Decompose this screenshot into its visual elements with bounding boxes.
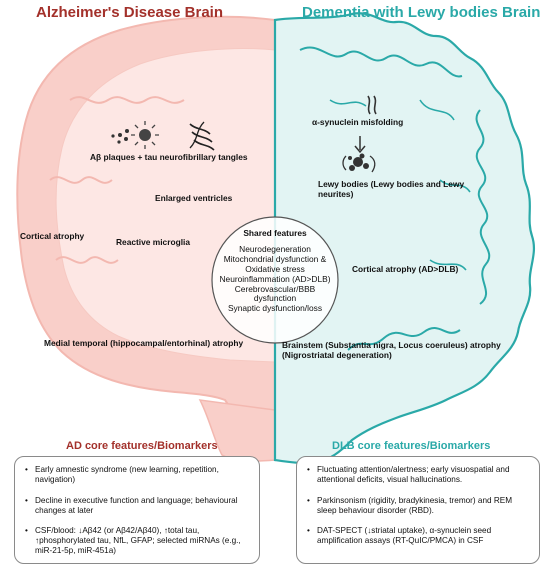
synuclein-strand-icon — [367, 95, 377, 115]
ad-title: Alzheimer's Disease Brain — [36, 4, 223, 21]
plaque-icon — [111, 129, 129, 144]
dlb-bullet: Parkinsonism (rigidity, bradykinesia, tr… — [305, 496, 531, 516]
tangle-icon — [189, 121, 215, 151]
dlb-bullet: Fluctuating attention/alertness; early v… — [305, 465, 531, 485]
ad-plaques-label: Aβ plaques + tau neurofibrillary tangles — [90, 152, 248, 162]
lewy-body-icon — [342, 153, 376, 173]
dlb-misfolding-label: α-synuclein misfolding — [312, 117, 404, 127]
dlb-title: Dementia with Lewy bodies Brain — [302, 4, 541, 21]
dlb-gyri — [299, 46, 491, 351]
shared-item: Neurodegeneration — [239, 243, 311, 254]
shared-features-circle — [211, 216, 339, 344]
shared-item: Oxidative stress — [245, 263, 305, 274]
shared-features: Shared features Neurodegeneration Mitoch… — [212, 228, 338, 314]
arrow-down-icon — [354, 136, 366, 154]
dlb-cortical-label: Cortical atrophy (AD>DLB) — [352, 264, 459, 274]
dlb-hemisphere — [273, 12, 536, 464]
dlb-brainstem-label: Brainstem (Substantia nigra, Locus coeru… — [282, 340, 501, 360]
ad-brainstem — [198, 399, 276, 462]
shared-item: Mitochondrial dysfunction & — [223, 253, 327, 264]
dlb-bullet: DAT-SPECT (↓striatal uptake), α-synuclei… — [305, 526, 531, 546]
dlb-panel-heading: DLB core features/Biomarkers — [332, 440, 491, 452]
ad-bullet: Early amnestic syndrome (new learning, r… — [23, 465, 251, 485]
shared-features-title: Shared features — [243, 228, 307, 238]
ad-cortical-label: Cortical atrophy — [20, 231, 85, 241]
dlb-sulci — [329, 99, 471, 271]
ad-panel: Early amnestic syndrome (new learning, r… — [14, 456, 260, 564]
shared-item: dysfunction — [253, 293, 297, 304]
ad-microglia-label: Reactive microglia — [116, 237, 191, 247]
shared-item: Neuroinflammation (AD>DLB) — [219, 273, 331, 284]
ad-ventricles-label: Enlarged ventricles — [155, 193, 233, 203]
dlb-panel: Fluctuating attention/alertness; early v… — [296, 456, 540, 564]
shared-item: Cerebrovascular/BBB — [234, 283, 316, 294]
ad-bullet: CSF/blood: ↓Aβ42 (or Aβ42/Aβ40), ↑total … — [23, 526, 251, 556]
ad-panel-heading: AD core features/Biomarkers — [66, 440, 218, 452]
ad-bullet: Decline in executive function and langua… — [23, 496, 251, 516]
ad-medial-label: Medial temporal (hippocampal/entorhinal)… — [44, 338, 244, 348]
microglia-icon — [131, 121, 159, 149]
shared-item: Synaptic dysfunction/loss — [227, 303, 323, 314]
ad-gyri — [49, 96, 185, 264]
dlb-lewy-label: Lewy bodies (Lewy bodies and Lewy neurit… — [318, 179, 465, 199]
